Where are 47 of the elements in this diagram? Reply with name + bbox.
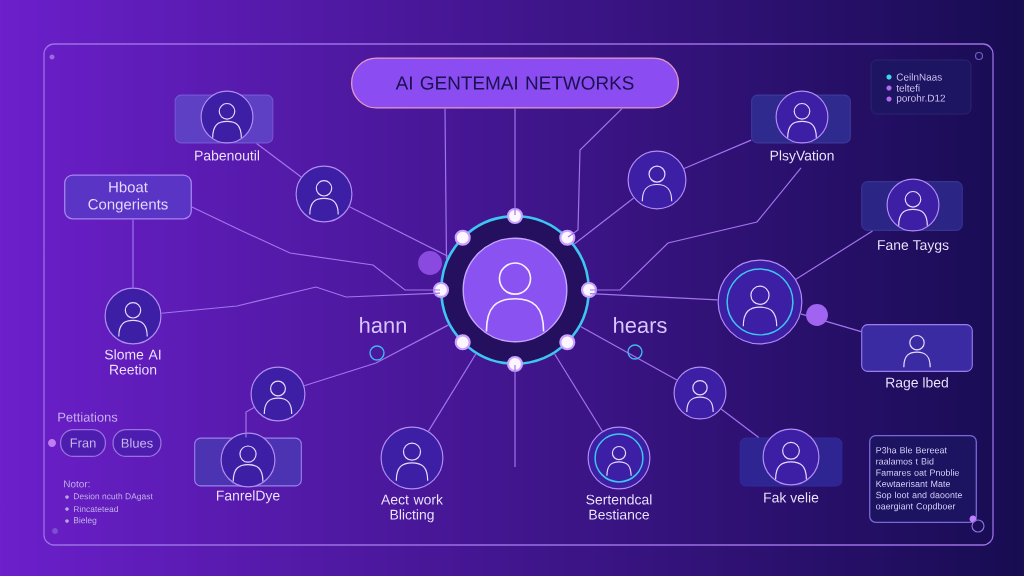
connector-line	[191, 206, 441, 291]
node-label: PlsyVation	[770, 150, 834, 164]
node-label: Sertendcal Bestiance	[586, 494, 652, 520]
node-label: Slome AI Reetion	[104, 349, 161, 375]
connector-line	[683, 139, 752, 170]
node-label: Fak velie	[764, 492, 819, 503]
connector-line	[589, 167, 802, 291]
legend-text: porohr.D12	[896, 94, 946, 104]
list-item: Rincatetead	[74, 505, 118, 513]
connector-line	[245, 406, 255, 439]
node-label: Fane Taygs	[878, 240, 949, 253]
tag-pill: Blues	[112, 428, 162, 458]
connector-line	[579, 325, 678, 381]
connector-line	[160, 286, 441, 314]
avatar-icon	[250, 366, 306, 422]
connector-line	[567, 107, 623, 238]
title-pill: AI GENTEMAI NETWORKS	[350, 57, 680, 109]
side-label: hann	[360, 316, 406, 334]
connector-line	[427, 353, 477, 432]
connector-line	[795, 230, 874, 280]
connector-line	[800, 313, 862, 333]
connector-line	[303, 324, 450, 387]
connector-line	[514, 364, 516, 468]
text-box: Hboat Congerients	[64, 174, 192, 220]
section-heading: Pettiations	[58, 412, 118, 422]
node-label: FanrelDye	[217, 490, 280, 504]
node-label: Rage lbed	[886, 377, 948, 391]
connector-line	[256, 142, 302, 178]
notes-heading: Notor:	[64, 480, 90, 488]
avatar-icon	[627, 150, 687, 210]
legend-text: teltefi	[896, 84, 920, 92]
connector-line	[553, 353, 604, 432]
list-item: Bieleg	[74, 517, 97, 525]
connector-line	[514, 107, 516, 216]
avatar-icon	[673, 366, 727, 420]
node-label: Aect work Blicting	[381, 494, 443, 523]
avatar-icon	[717, 259, 803, 345]
connector-line	[720, 408, 760, 439]
avatar-icon	[295, 165, 353, 223]
list-item: Desion ncuth DAgast	[74, 493, 153, 501]
side-label: hears	[614, 316, 667, 334]
legend-text: CeilnNaas	[896, 73, 942, 81]
connector-line	[589, 293, 719, 301]
note-box: P3ha Ble Bereeat raalamos t Bid Famares oat Pnoblie Kewtaerisant Mate Sop loot and daoonte oaergiant Copdboer	[869, 435, 977, 523]
connector-line	[348, 206, 449, 257]
node-label: Pabenoutil	[195, 150, 259, 161]
connector-line	[132, 218, 134, 289]
